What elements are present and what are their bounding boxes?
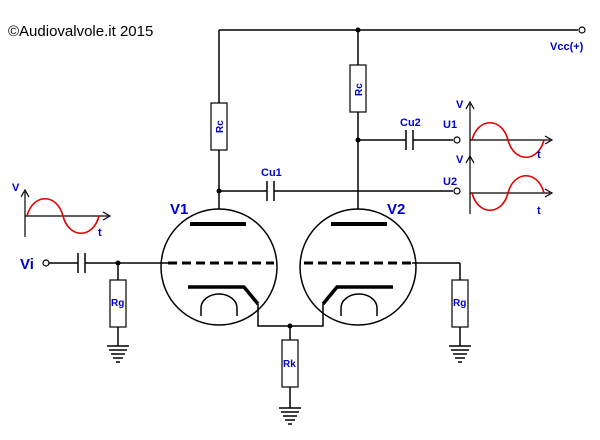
input-stage: Vi [20, 253, 168, 273]
vcc-terminal [578, 26, 586, 34]
rc2-branch: Rc [349, 30, 367, 224]
u2-waveform: V t [456, 154, 554, 217]
rg1-label: Rg [111, 298, 124, 309]
cu1-coupling: Cu1 U2 [219, 167, 461, 201]
rg2-label: Rg [453, 298, 466, 309]
rc1-branch: Rc [210, 30, 228, 224]
rk-label: Rk [283, 359, 296, 370]
u2-v-axis-label: V [456, 154, 464, 166]
v2-label: V2 [387, 201, 405, 218]
vcc-label: Vcc(+) [550, 41, 584, 53]
tube-v2: V2 [299, 201, 417, 326]
cu2-coupling: Cu2 U1 [358, 117, 461, 150]
cu2-label: Cu2 [400, 117, 421, 129]
copyright-text: ©Audiovalvole.it 2015 [8, 23, 153, 40]
input-t-axis-label: t [98, 227, 102, 239]
u2-label: U2 [443, 176, 457, 188]
ground-symbol-rk [279, 407, 301, 425]
u1-waveform: V t [456, 99, 554, 161]
vi-terminal [42, 259, 50, 267]
u1-terminal [453, 136, 461, 144]
u1-v-axis-label: V [456, 99, 464, 111]
v1-label: V1 [170, 201, 188, 218]
u2-t-axis-label: t [537, 205, 541, 217]
input-v-axis-label: V [12, 182, 20, 194]
u1-t-axis-label: t [537, 149, 541, 161]
cathode-network: Rk [257, 304, 324, 425]
rg1-branch: Rg [107, 263, 129, 363]
tube-v1: V1 [160, 201, 278, 326]
supply-rail: Vcc(+) [219, 26, 586, 53]
rc1-label: Rc [215, 120, 226, 133]
ground-symbol-rg2 [449, 345, 471, 363]
u1-label: U1 [443, 119, 457, 131]
rc2-label: Rc [354, 83, 365, 96]
ground-symbol-rg1 [107, 345, 129, 363]
cu1-label: Cu1 [261, 167, 282, 179]
u2-terminal [453, 187, 461, 195]
vi-label: Vi [20, 256, 34, 273]
input-waveform: V t [12, 182, 112, 239]
rg2-branch: Rg [412, 262, 471, 363]
